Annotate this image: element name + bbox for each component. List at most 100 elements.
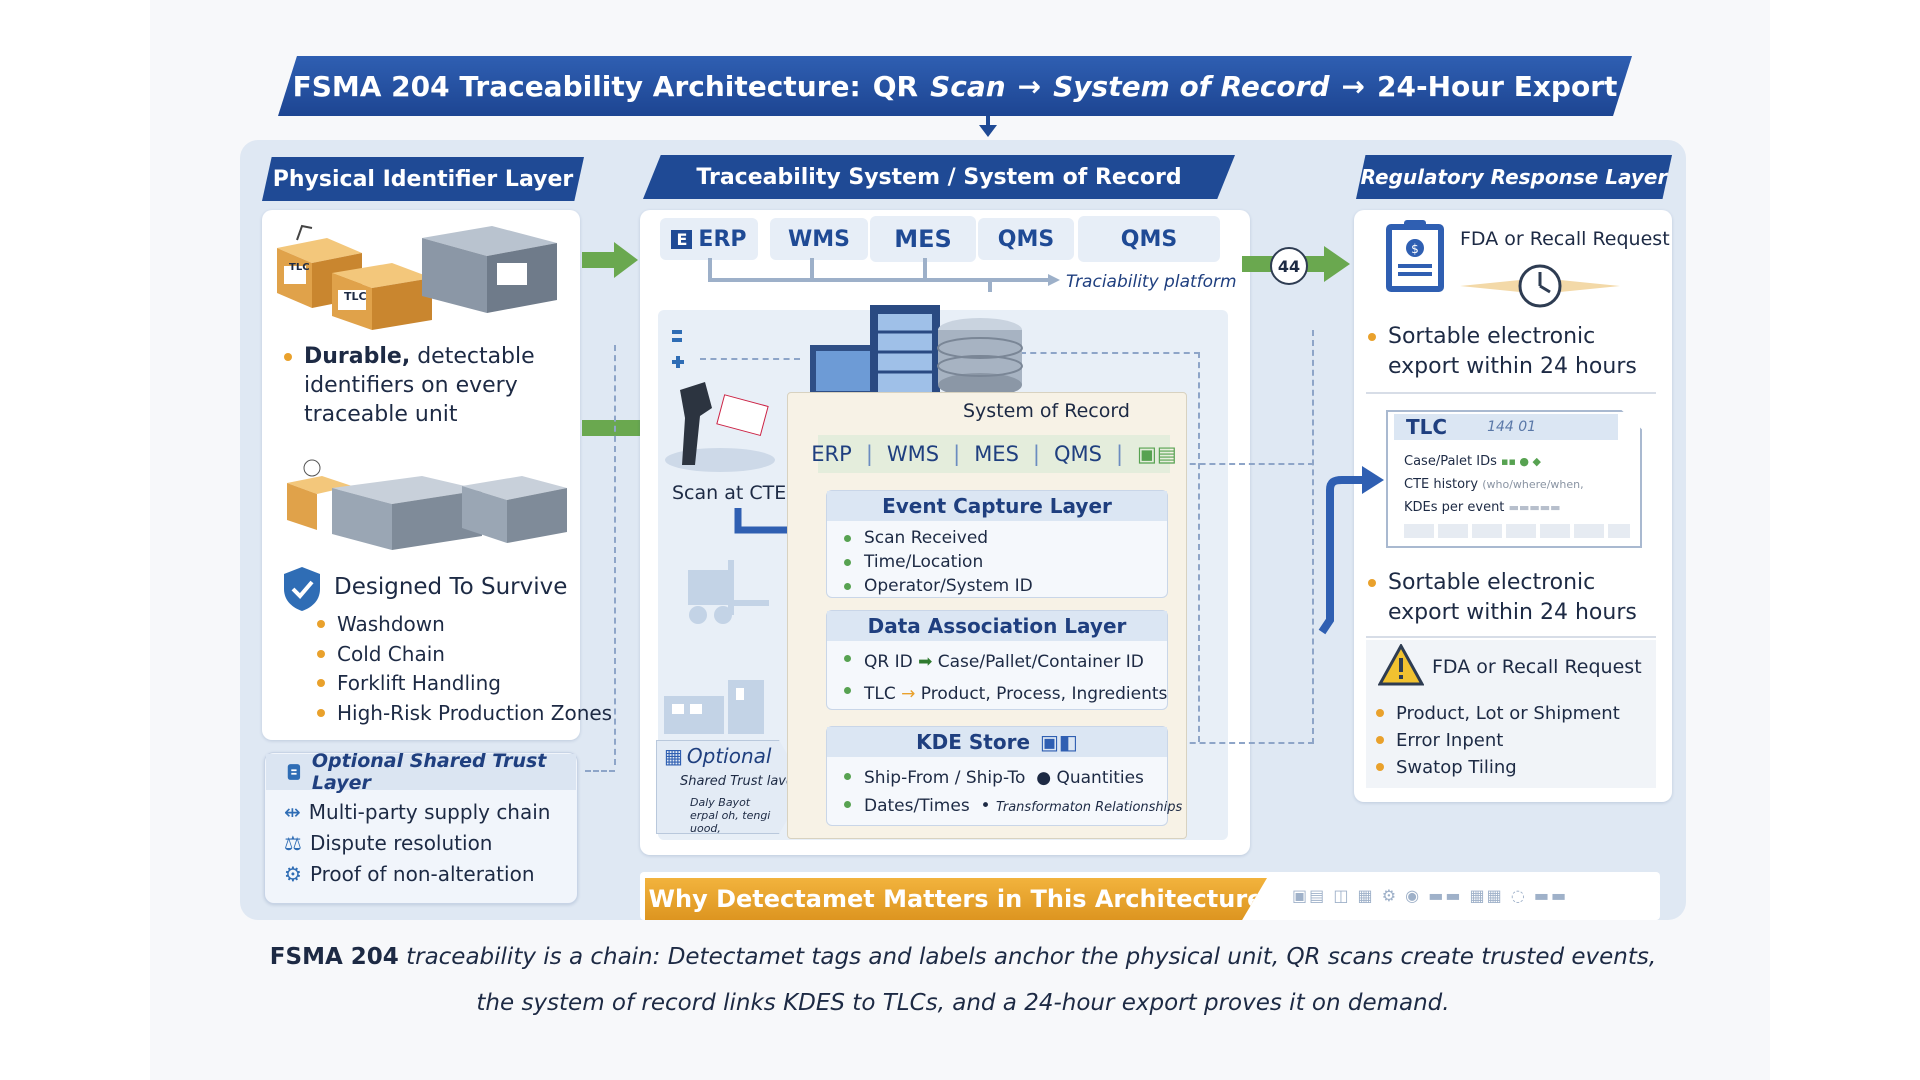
traceability-system-header: Traceability System / System of Record bbox=[643, 155, 1235, 199]
shared-trust-title: Optional Shared Trust Layer bbox=[311, 750, 547, 794]
optional-title: ▦Optional bbox=[664, 744, 772, 768]
barcode-scanner-illustration bbox=[665, 382, 775, 472]
kde-row: Dates/Times • Transformaton Relationship… bbox=[842, 792, 1182, 822]
dashed-connector bbox=[1170, 463, 1314, 465]
sor-system: QMS bbox=[1053, 442, 1102, 466]
physical-identifier-header: Physical Identifier Layer bbox=[262, 157, 584, 201]
grid-icon: ▦ bbox=[664, 744, 683, 768]
document-tlc: TLC bbox=[1406, 415, 1448, 439]
clipboard-icon: $ bbox=[1386, 220, 1444, 292]
survive-item: Cold Chain bbox=[315, 640, 612, 670]
association-row: QR ID ➡ Case/Pallet/Container ID bbox=[842, 646, 1167, 678]
modules-icon: ▣▤ bbox=[1137, 442, 1177, 466]
stopwatch-icon bbox=[1460, 264, 1620, 308]
plus-icon bbox=[672, 330, 684, 368]
dashed-connector bbox=[1312, 330, 1314, 744]
optional-subtitle: Shared Trust laver bbox=[680, 774, 800, 789]
scan-at-cte-label: Scan at CTE bbox=[672, 482, 787, 504]
svg-text:$: $ bbox=[1411, 242, 1419, 256]
survive-item: Washdown bbox=[315, 610, 612, 640]
export-bullet-1: Sortable electronic export within 24 hou… bbox=[1366, 322, 1656, 382]
event-list: Scan Received Time/Location Operator/Sys… bbox=[842, 526, 1033, 598]
survive-item: High-Risk Production Zones bbox=[315, 699, 612, 729]
system-qms: QMS bbox=[978, 218, 1074, 260]
warn-list: Product, Lot or Shipment Error Inpent Sw… bbox=[1374, 700, 1620, 781]
handshake-icon: ⚖ bbox=[284, 831, 302, 855]
document-footer-row bbox=[1404, 524, 1630, 538]
warn-item: Swatop Tiling bbox=[1374, 754, 1620, 781]
regulatory-response-header: Regulatory Response Layer bbox=[1356, 155, 1672, 199]
document-number: 144 01 bbox=[1487, 419, 1537, 435]
event-item: Scan Received bbox=[842, 526, 1033, 550]
shared-trust-header: Optional Shared Trust Layer bbox=[266, 750, 576, 794]
network-icon: ⇹ bbox=[284, 800, 301, 824]
optional-badge bbox=[656, 740, 806, 834]
document-rows: Case/Palet IDs ▪▪ ● ◆ CTE history (who/w… bbox=[1404, 450, 1584, 519]
event-item: Time/Location bbox=[842, 550, 1033, 574]
erp-icon: E bbox=[671, 229, 693, 249]
kde-store-panel: KDE Store▣◧ bbox=[826, 726, 1168, 826]
dashed-connector bbox=[585, 770, 615, 772]
sor-system: WMS bbox=[886, 442, 940, 466]
title-sor: System of Record bbox=[1053, 69, 1330, 103]
platform-connector bbox=[708, 258, 1060, 292]
caption-text: traceability is a chain: Detectamet tags… bbox=[406, 944, 1657, 970]
main-title: FSMA 204 Traceability Architecture: QR S… bbox=[278, 56, 1632, 116]
system-qms-2: QMS bbox=[1078, 216, 1220, 262]
survive-item: Forklift Handling bbox=[315, 669, 612, 699]
document-row: KDEs per event ▬▬▬▬▬ bbox=[1404, 500, 1561, 515]
warehouse-icon bbox=[664, 680, 764, 734]
trust-item: ⚖Dispute resolution bbox=[284, 831, 493, 855]
survive-list: Washdown Cold Chain Forklift Handling Hi… bbox=[315, 610, 612, 728]
dashed-connector bbox=[1020, 352, 1200, 354]
cartons-and-crates-illustration bbox=[277, 224, 557, 330]
title-text: FSMA 204 Traceability Architecture: bbox=[292, 69, 861, 103]
title-arrow-1: → bbox=[1017, 69, 1042, 103]
system-wms: WMS bbox=[770, 218, 868, 260]
title-scan: Scan bbox=[930, 69, 1006, 103]
request-label: FDA or Recall Request bbox=[1460, 228, 1670, 250]
crates-illustration bbox=[287, 459, 567, 550]
lock-icon bbox=[287, 764, 301, 780]
divider bbox=[1366, 392, 1656, 394]
export-bullet-2: Sortable electronic export within 24 hou… bbox=[1366, 568, 1656, 628]
shield-check-icon bbox=[284, 567, 320, 611]
arrow-icon: ➡ bbox=[918, 652, 933, 672]
kde-row: Ship-From / Ship-To ● Quantities bbox=[842, 764, 1182, 792]
document-header: TLC 144 01 bbox=[1394, 414, 1618, 440]
forklift-icon bbox=[688, 560, 769, 624]
caption-line-2: the system of record links KDES to TLCs,… bbox=[476, 990, 1450, 1016]
kde-list: Ship-From / Ship-To ● Quantities Dates/T… bbox=[842, 764, 1182, 822]
recall-box bbox=[1366, 640, 1656, 788]
event-capture-panel: Event Capture Layer bbox=[826, 490, 1168, 598]
association-list: QR ID ➡ Case/Pallet/Container ID TLC → P… bbox=[842, 646, 1167, 710]
dashed-connector bbox=[614, 345, 616, 765]
document-row: Case/Palet IDs ▪▪ ● ◆ bbox=[1404, 454, 1541, 469]
warning-icon bbox=[1378, 644, 1424, 686]
optional-note: Daly Bayot erpal oh, tengi uood, bbox=[690, 796, 771, 835]
warn-item: Product, Lot or Shipment bbox=[1374, 700, 1620, 727]
gear-icon: ⚙ bbox=[284, 862, 302, 886]
durable-bold: Durable, bbox=[304, 344, 411, 369]
database-icon: ▣◧ bbox=[1040, 730, 1078, 754]
title-export: 24-Hour Export bbox=[1376, 69, 1618, 103]
warn-item: Error Inpent bbox=[1374, 727, 1620, 754]
event-item: Operator/System ID bbox=[842, 574, 1033, 598]
warn-title: FDA or Recall Request bbox=[1432, 656, 1642, 678]
data-association-title: Data Association Layer bbox=[827, 611, 1167, 641]
arrow-icon: → bbox=[901, 684, 916, 704]
sor-system: ERP bbox=[811, 442, 852, 466]
caption-bold: FSMA 204 bbox=[269, 944, 399, 970]
durable-text: detectable identifiers on every traceabl… bbox=[304, 344, 535, 427]
dashed-connector bbox=[1170, 742, 1314, 744]
box-label-1: TLC bbox=[289, 262, 310, 273]
event-capture-title: Event Capture Layer bbox=[827, 491, 1167, 521]
clock-badge: 44 bbox=[1270, 247, 1308, 285]
caption-line-1: FSMA 204 traceability is a chain: Detect… bbox=[240, 944, 1686, 970]
dashed-connector bbox=[1198, 352, 1200, 742]
durable-bullet: Durable, detectable identifiers on every… bbox=[282, 342, 557, 429]
trust-item: ⇹Multi-party supply chain bbox=[284, 800, 551, 824]
data-association-panel: Data Association Layer bbox=[826, 610, 1168, 710]
blue-return-arrow-icon bbox=[1318, 466, 1384, 635]
